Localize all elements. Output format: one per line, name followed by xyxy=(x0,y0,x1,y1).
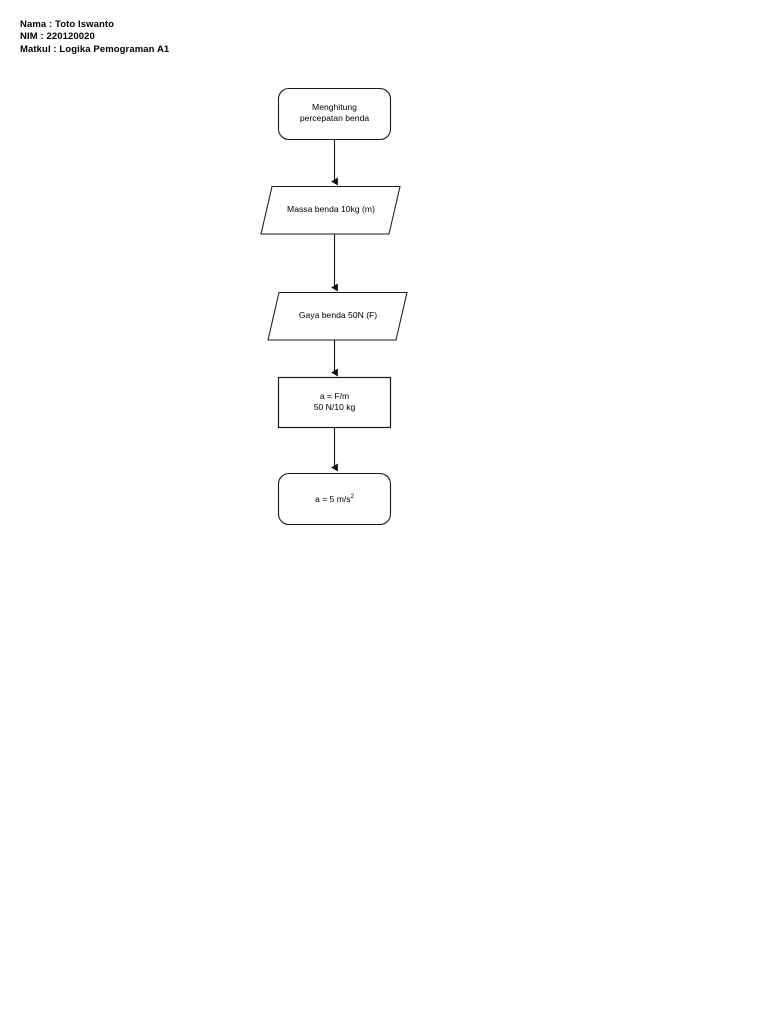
student-name-line: Nama : Toto Iswanto xyxy=(20,19,115,30)
student-course-line: Matkul : Logika Pemograman A1 xyxy=(20,43,170,55)
node-process-acceleration-shape[interactable] xyxy=(277,376,392,429)
node-input-mass-shape[interactable] xyxy=(260,185,401,235)
node-start-shape[interactable] xyxy=(277,87,392,141)
student-nim-line: NIM : 220120020 xyxy=(20,31,95,43)
student-info-header: Nama : Toto Iswanto NIM : 220120020 Matk… xyxy=(20,19,169,56)
node-input-force-shape[interactable] xyxy=(267,291,408,341)
node-output-result-shape[interactable] xyxy=(277,472,392,526)
